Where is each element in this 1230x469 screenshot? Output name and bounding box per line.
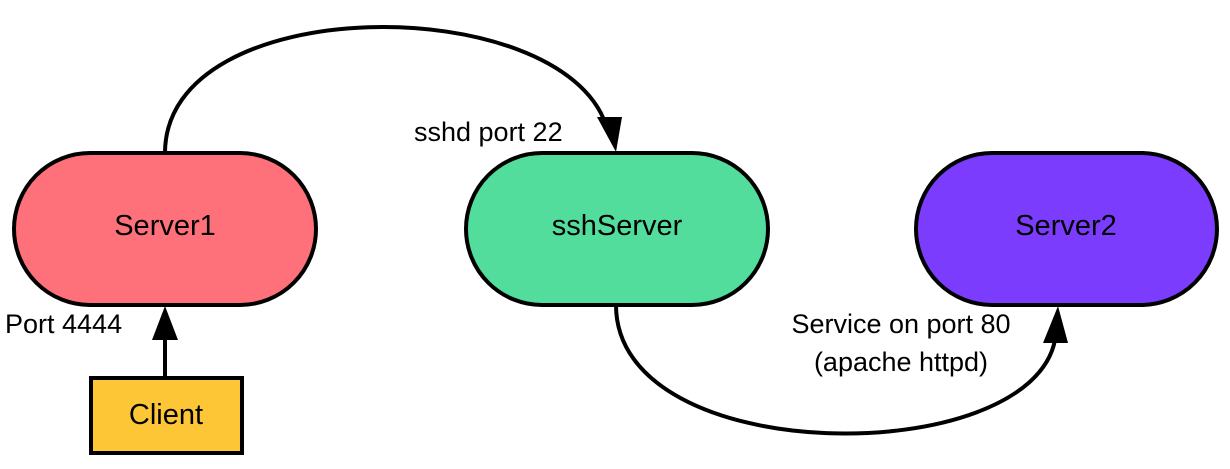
edge-line	[163, 25, 608, 154]
edge-label-service-port: Service on port 80	[791, 309, 1010, 339]
edge-line	[614, 304, 1057, 436]
edge-server1-to-sshserver	[163, 25, 622, 154]
edge-label-sshd-port: sshd port 22	[414, 117, 563, 147]
node-label: sshServer	[552, 210, 683, 242]
node-shape	[914, 151, 1219, 307]
node-client[interactable]: Client	[89, 376, 244, 455]
node-shape	[464, 151, 770, 307]
arrowhead	[152, 306, 178, 340]
node-server1[interactable]: Server1	[12, 151, 318, 307]
edge-label-apache-httpd: (apache httpd)	[814, 347, 988, 377]
node-shape	[12, 151, 318, 307]
node-sshserver[interactable]: sshServer	[464, 151, 770, 307]
arrowhead	[1043, 306, 1068, 343]
edge-label-port-4444: Port 4444	[5, 309, 122, 339]
node-server2[interactable]: Server2	[914, 151, 1219, 307]
node-label: Server2	[1015, 210, 1117, 242]
node-label: Server1	[114, 210, 216, 242]
edge-client-to-server1	[152, 306, 178, 378]
node-label: Client	[129, 399, 203, 431]
node-shape	[89, 376, 244, 455]
edge-sshserver-to-server2	[614, 304, 1068, 436]
arrowhead	[597, 117, 622, 152]
